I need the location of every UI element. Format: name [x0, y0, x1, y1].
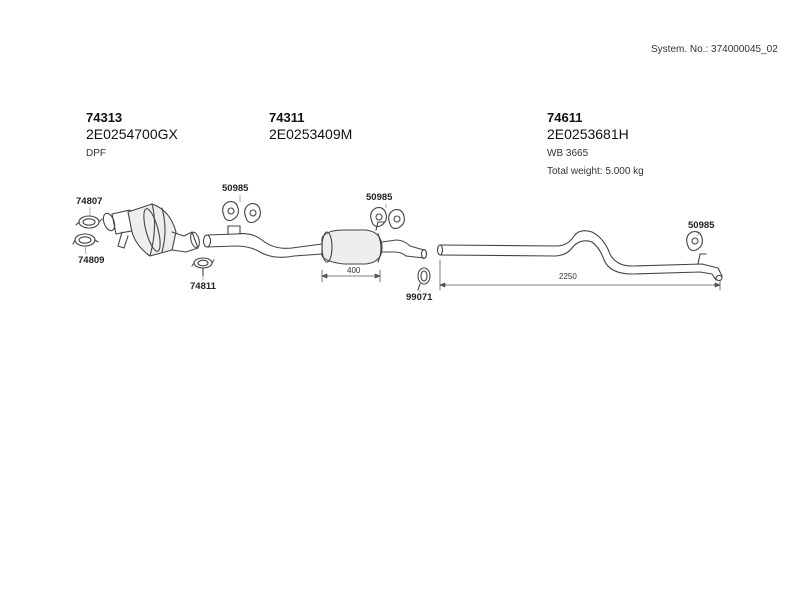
dimension-2250: 2250 [559, 272, 577, 281]
front-pipe-74311 [202, 221, 428, 265]
dimension-line-2250 [439, 259, 721, 291]
clamp-74807 [75, 215, 103, 229]
callout-50985-middle: 50985 [366, 192, 393, 203]
part-code-74313: 2E0254700GX [86, 126, 178, 142]
part-number-74311: 74311 [269, 110, 305, 125]
clamp-99071 [417, 267, 431, 291]
rear-pipe-74611 [436, 230, 723, 282]
rubber-mount-50985-middle [370, 207, 405, 230]
clamp-74811 [191, 257, 215, 277]
dpf-74313 [102, 203, 200, 257]
part-code-74611: 2E0253681H [547, 126, 629, 142]
callout-74809: 74809 [78, 255, 105, 266]
system-number: System. No.: 374000045_02 [651, 44, 778, 55]
callout-74811: 74811 [190, 281, 216, 292]
dimension-400: 400 [347, 266, 361, 275]
leader-lines [84, 194, 701, 293]
part-number-74611: 74611 [547, 110, 583, 125]
part-number-74313: 74313 [86, 110, 123, 125]
callout-99071: 99071 [406, 292, 433, 303]
rubber-mount-50985-rear [686, 231, 703, 252]
part-note-dpf: DPF [86, 148, 106, 159]
part-note-total-weight: Total weight: 5.000 kg [547, 166, 644, 177]
part-note-wheelbase: WB 3665 [547, 148, 589, 159]
dimension-line-400 [321, 269, 381, 283]
callout-50985-front: 50985 [222, 183, 249, 194]
clamp-74809 [72, 233, 99, 247]
callout-50985-rear: 50985 [688, 220, 715, 231]
part-code-74311: 2E0253409M [269, 126, 353, 142]
rubber-mount-50985-front [222, 201, 261, 224]
callout-74807: 74807 [76, 196, 103, 207]
